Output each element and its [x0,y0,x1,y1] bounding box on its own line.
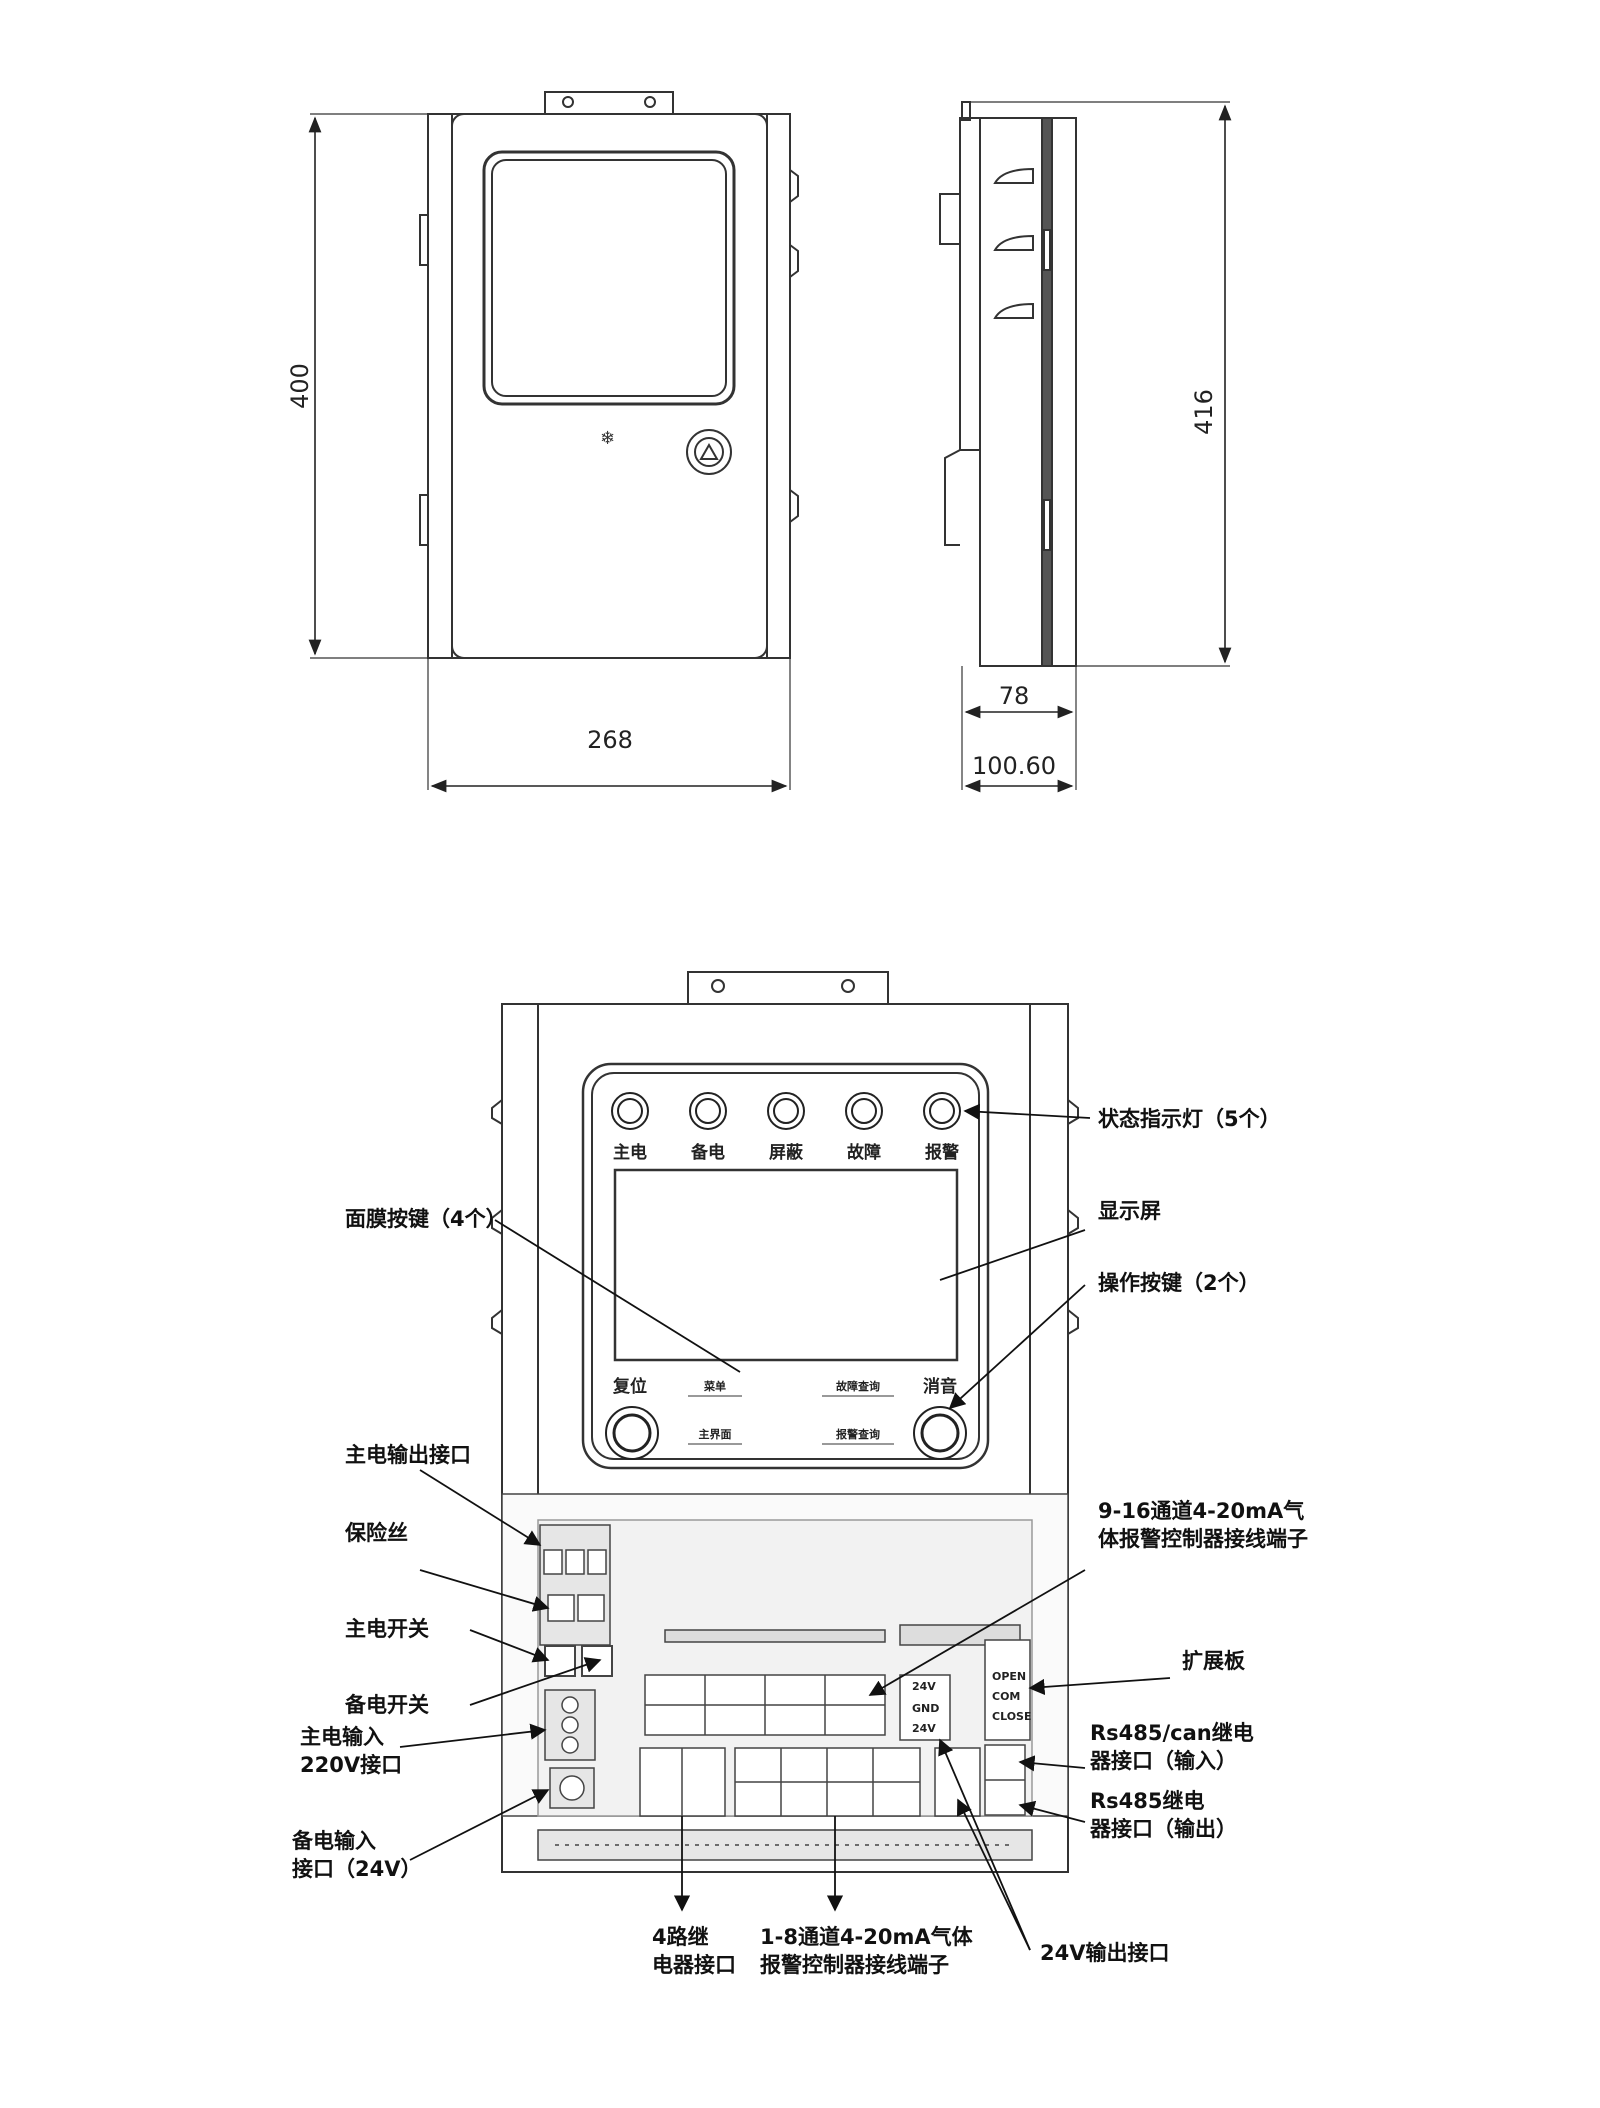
panel-buttons: 复位 菜单 主界面 故障查询 报警查询 消音 [605,1376,967,1460]
indicator-label-shield: 屏蔽 [769,1142,804,1163]
front-view: ❄ [419,91,799,659]
reset-button-label: 复位 [612,1376,647,1397]
indicator-alarm-light [923,1092,961,1130]
pcb-close: CLOSE [992,1710,1031,1723]
indicator-label-alarm: 报警 [925,1142,959,1163]
callout-24v-output: 24V输出接口 [1040,1941,1169,1965]
callout-main-switch: 主电开关 [345,1617,429,1641]
svg-text:❄: ❄ [600,428,615,449]
indicator-label-main-power: 主电 [613,1142,647,1163]
callout-fuse: 保险丝 [344,1521,408,1545]
fault-query-key-label[interactable]: 故障查询 [836,1379,880,1393]
callout-rs485can-line2: 器接口（输入） [1089,1749,1237,1773]
callout-relay4-line1: 4路继 [652,1925,709,1949]
callout-rs485can-line1: Rs485/can继电 [1090,1721,1254,1745]
callout-leaders [399,1103,1171,1951]
silence-button-label: 消音 [923,1376,957,1397]
pcb-texts: 24V GND 24V OPEN COM CLOSE [912,1670,1031,1735]
callout-relay4-line2: 电器接口 [652,1953,736,1977]
dim-height-front: 400 [286,363,314,409]
callout-backup-switch: 备电开关 [344,1693,429,1717]
callout-main-output: 主电输出接口 [345,1443,471,1467]
callout-rs485-line1: Rs485继电 [1090,1789,1205,1813]
side-dimensions: 416 78 100.60 [961,101,1232,793]
pcb-24v-a: 24V [912,1680,936,1693]
callout-ch1-8-line2: 报警控制器接线端子 [760,1953,949,1977]
silence-button[interactable] [913,1406,967,1460]
callout-ch9-16-line1: 9-16通道4-20mA气 [1098,1499,1304,1523]
dim-height-side: 416 [1190,389,1218,435]
callout-membrane-keys: 面膜按键（4个） [345,1207,507,1231]
callout-operate-keys: 操作按键（2个） [1098,1271,1260,1295]
callout-display: 显示屏 [1098,1199,1161,1223]
indicator-backup-power-light [689,1092,727,1130]
callout-main-input-line1: 主电输入 [300,1725,384,1749]
indicator-fault-light [845,1092,883,1130]
callout-status-lights: 状态指示灯（5个） [1098,1107,1281,1131]
callout-labels: 状态指示灯（5个） 面膜按键（4个） 显示屏 操作按键（2个） 主电输出接口 保… [291,1107,1308,1977]
dim-depth-body: 78 [999,682,1030,710]
side-view [939,101,1077,667]
callout-backup-input-line2: 接口（24V） [292,1857,421,1881]
callout-backup-input-line1: 备电输入 [291,1829,376,1853]
indicator-lights [611,1092,961,1130]
front-dimensions: 400 268 [286,113,791,793]
callout-ch9-16-line2: 体报警控制器接线端子 [1098,1527,1308,1551]
home-key-label[interactable]: 主界面 [699,1427,732,1441]
callout-main-input-line2: 220V接口 [300,1753,402,1777]
callout-ch1-8-line1: 1-8通道4-20mA气体 [760,1925,974,1949]
pcb-com: COM [992,1690,1020,1703]
pcb-24v-b: 24V [912,1722,936,1735]
pcb-gnd: GND [912,1702,939,1715]
menu-key-label[interactable]: 菜单 [703,1379,726,1393]
pcb-area [501,1493,1069,1861]
pcb-open: OPEN [992,1670,1026,1683]
indicator-shield-light [767,1092,805,1130]
dim-depth-total: 100.60 [972,752,1056,780]
indicator-main-power-light [611,1092,649,1130]
alarm-query-key-label[interactable]: 报警查询 [836,1427,880,1441]
callout-expansion: 扩展板 [1182,1649,1246,1673]
callout-rs485-line2: 器接口（输出） [1089,1817,1237,1841]
reset-button[interactable] [605,1406,659,1460]
indicator-label-fault: 故障 [847,1142,881,1163]
indicator-labels: 主电 备电 屏蔽 故障 报警 [613,1142,959,1163]
dim-width-front: 268 [587,726,633,754]
indicator-label-backup-power: 备电 [690,1142,725,1163]
